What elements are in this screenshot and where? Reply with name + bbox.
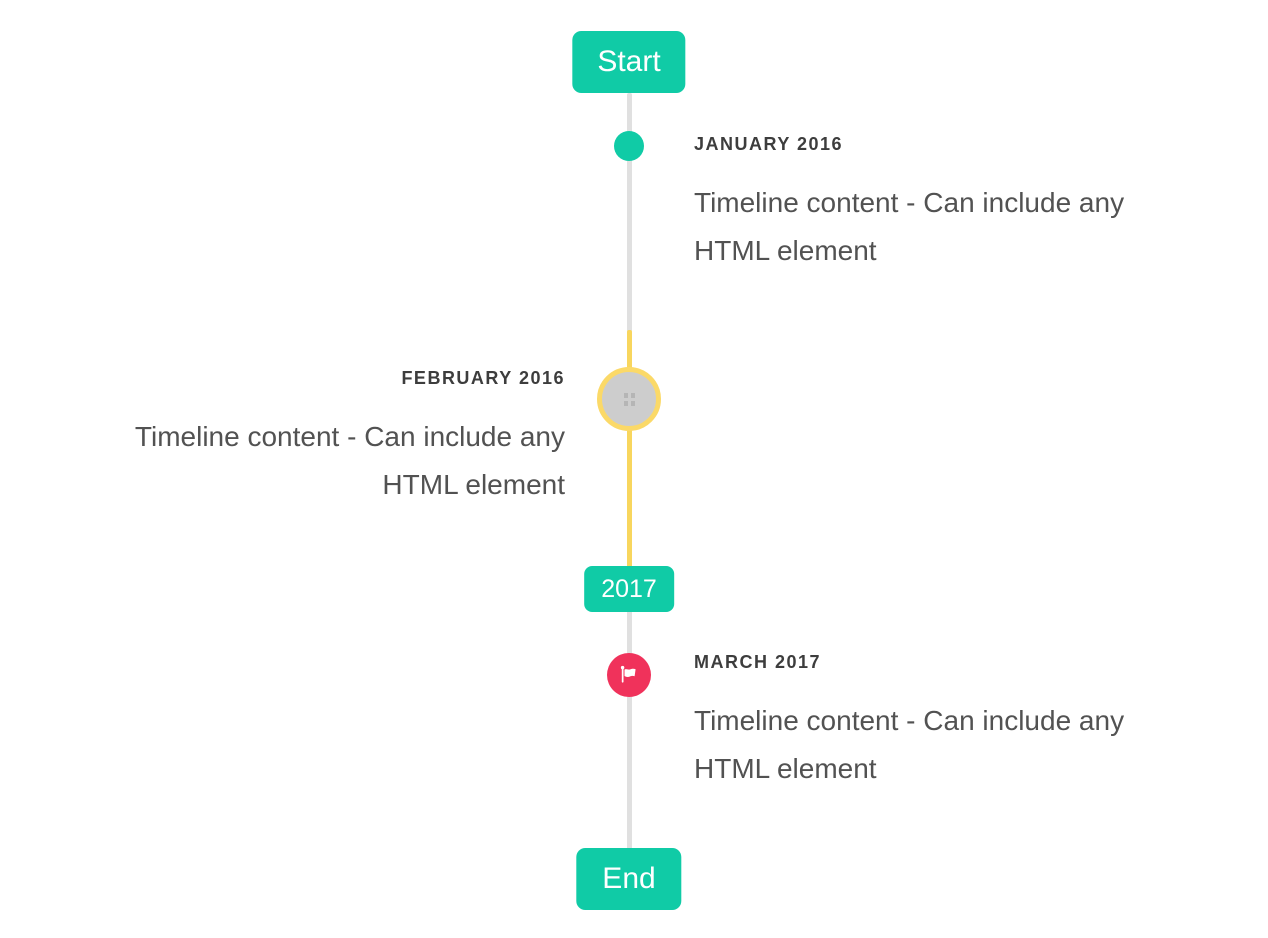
entry-content-line: Timeline content - Can include any xyxy=(694,187,1125,218)
entry-content-line: Timeline content - Can include any xyxy=(134,421,565,452)
start-badge: Start xyxy=(572,31,686,93)
entry-content-line: HTML element xyxy=(694,753,877,784)
entry-content-line: HTML element xyxy=(382,469,565,500)
timeline-line-segment-bottom xyxy=(627,610,632,850)
january-marker-dot xyxy=(614,131,644,161)
entry-content: Timeline content - Can include any HTML … xyxy=(694,697,1224,793)
entry-title: FEBRUARY 2016 xyxy=(401,368,565,388)
timeline-entry-january-2016: JANUARY 2016 Timeline content - Can incl… xyxy=(694,133,1224,275)
entry-title: MARCH 2017 xyxy=(694,652,822,672)
broken-image-icon xyxy=(623,392,628,398)
year-2017-badge: 2017 xyxy=(584,566,674,612)
entry-content: Timeline content - Can include any HTML … xyxy=(694,179,1224,275)
march-marker-flag-circle xyxy=(607,653,651,697)
timeline-entry-march-2017: MARCH 2017 Timeline content - Can includ… xyxy=(694,651,1224,793)
entry-content-line: HTML element xyxy=(694,235,877,266)
entry-content: Timeline content - Can include any HTML … xyxy=(35,413,565,509)
timeline-line-segment-highlighted xyxy=(627,330,632,568)
timeline-line-segment-top xyxy=(627,93,632,332)
entry-title: JANUARY 2016 xyxy=(694,134,844,154)
february-marker-image-circle xyxy=(597,367,661,431)
timeline-entry-february-2016: FEBRUARY 2016 Timeline content - Can inc… xyxy=(35,367,565,509)
flag-icon xyxy=(620,665,636,683)
entry-content-line: Timeline content - Can include any xyxy=(694,705,1125,736)
end-badge: End xyxy=(576,848,682,910)
